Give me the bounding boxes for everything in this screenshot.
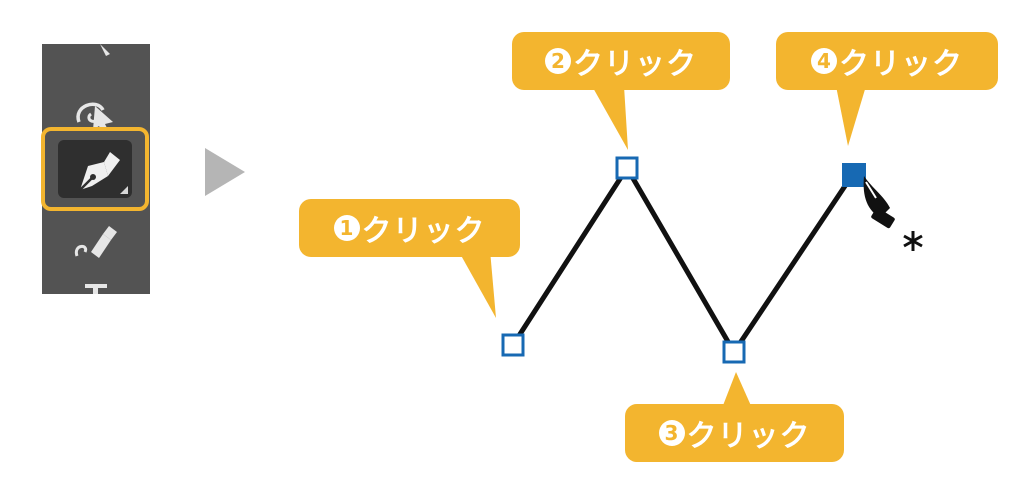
- pen-icon: [79, 152, 120, 191]
- curvature-pen-tool-icon[interactable]: [42, 92, 150, 136]
- pen-cursor-icon: [863, 176, 895, 229]
- tool-partial-icon[interactable]: [42, 44, 150, 64]
- pen-path-line: [510, 163, 856, 357]
- callout-2-label: クリック: [573, 47, 697, 82]
- anchor-point-1: [501, 333, 525, 357]
- callout-4-pointer: [836, 86, 866, 146]
- anchor-point-2: [615, 156, 639, 180]
- callout-2-number: 2: [545, 48, 571, 74]
- callout-4-number: 4: [811, 48, 837, 74]
- anchor-point-3: [722, 340, 746, 364]
- type-tool-icon[interactable]: [42, 282, 150, 294]
- callout-3-label: クリック: [686, 419, 811, 454]
- callout-3-number: 3: [658, 420, 685, 446]
- pen-tool-button[interactable]: [41, 127, 149, 211]
- callout-3-pointer: [722, 372, 752, 408]
- submenu-indicator: [120, 186, 128, 194]
- callout-1-number: 1: [333, 215, 360, 241]
- anchor-point-4: [842, 163, 866, 187]
- arrow-right-icon: [205, 148, 245, 196]
- asterisk-icon: [903, 231, 923, 251]
- callout-1-label: クリック: [361, 214, 486, 249]
- callout-2-pointer: [592, 86, 628, 150]
- callout-1-pointer: [458, 250, 496, 318]
- freeform-pen-tool-icon[interactable]: [42, 218, 150, 262]
- callout-4-label: クリック: [839, 47, 963, 82]
- pen-tool-highlight: [58, 140, 132, 198]
